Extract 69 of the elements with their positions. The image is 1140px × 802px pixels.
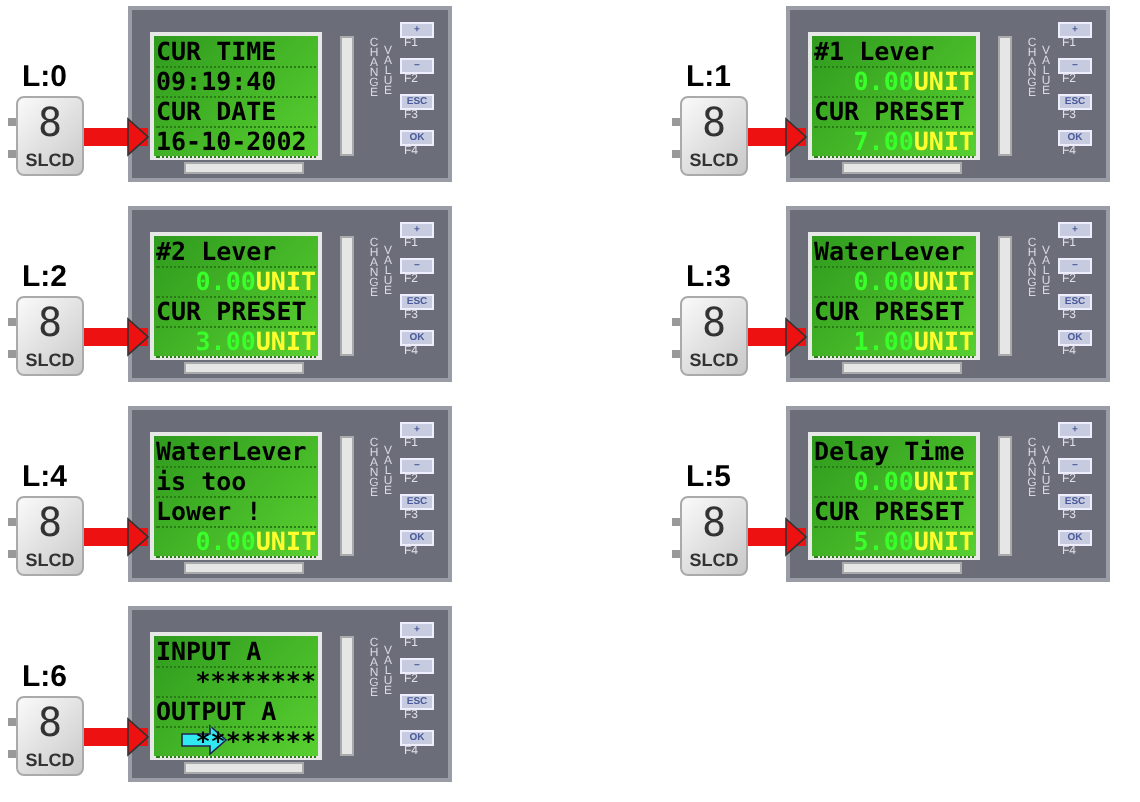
block-label: L:5 [686, 460, 731, 494]
display-text: 7.00UNIT [814, 126, 974, 158]
digit-label: 8 [699, 102, 729, 142]
display-text: is too [156, 466, 316, 498]
block-label: L:3 [686, 260, 731, 294]
lcd-panel [786, 406, 1110, 582]
block-arrow [748, 318, 807, 356]
display-text: CUR DATE [156, 96, 316, 128]
lcd-panel [786, 206, 1110, 382]
display-text: Lower ! [156, 496, 316, 528]
lcd-panel [128, 406, 452, 582]
lcd-screen [150, 232, 322, 360]
display-text: ******** [156, 666, 316, 698]
block-name: SLCD [687, 350, 741, 370]
block-name: SLCD [687, 150, 741, 170]
display-text: #1 Lever [814, 36, 974, 68]
display-text: 09:19:40 [156, 66, 316, 98]
digit-label: 8 [699, 502, 729, 542]
display-text: 0.00UNIT [156, 266, 316, 298]
display-text: CUR PRESET [156, 296, 316, 328]
lcd-panel [128, 206, 452, 382]
display-text: OUTPUT A [156, 696, 316, 728]
block-label: L:0 [22, 60, 67, 94]
display-text: #2 Lever [156, 236, 316, 268]
digit-label: 8 [35, 502, 65, 542]
lcd-screen [808, 32, 980, 160]
lcd-screen [150, 632, 322, 760]
display-text: CUR PRESET [814, 296, 974, 328]
display-text: 16-10-2002 [156, 126, 316, 158]
display-text: WaterLever [814, 236, 974, 268]
lcd-panel [128, 606, 452, 782]
block-name: SLCD [687, 550, 741, 570]
block-arrow [84, 118, 149, 156]
display-text: 0.00UNIT [814, 466, 974, 498]
digit-label: 8 [35, 702, 65, 742]
display-text: Delay Time [814, 436, 974, 468]
display-text: CUR PRESET [814, 496, 974, 528]
lcd-panel [128, 6, 452, 182]
digit-label: 8 [699, 302, 729, 342]
display-text: CUR PRESET [814, 96, 974, 128]
digit-label: 8 [35, 102, 65, 142]
block-label: L:6 [22, 660, 67, 694]
block-label: L:2 [22, 260, 67, 294]
display-text: 1.00UNIT [814, 326, 974, 358]
lcd-panel [786, 6, 1110, 182]
block-name: SLCD [23, 750, 77, 770]
block-name: SLCD [23, 350, 77, 370]
display-text: 5.00UNIT [814, 526, 974, 558]
block-arrow [748, 118, 807, 156]
display-text: 3.00UNIT [156, 326, 316, 358]
block-name: SLCD [23, 550, 77, 570]
block-arrow [84, 518, 149, 556]
digit-label: 8 [35, 302, 65, 342]
lcd-screen [150, 432, 322, 560]
block-arrow [84, 718, 149, 756]
block-arrow [748, 518, 807, 556]
display-text: CUR TIME [156, 36, 316, 68]
block-name: SLCD [23, 150, 77, 170]
block-label: L:4 [22, 460, 67, 494]
display-text: WaterLever [156, 436, 316, 468]
block-arrow [84, 318, 149, 356]
block-label: L:1 [686, 60, 731, 94]
display-text: 0.00UNIT [814, 266, 974, 298]
display-text: 0.00UNIT [814, 66, 974, 98]
display-text: 0.00UNIT [156, 526, 316, 558]
lcd-screen [150, 32, 322, 160]
lcd-screen [808, 432, 980, 560]
display-text: INPUT A [156, 636, 316, 668]
lcd-screen [808, 232, 980, 360]
